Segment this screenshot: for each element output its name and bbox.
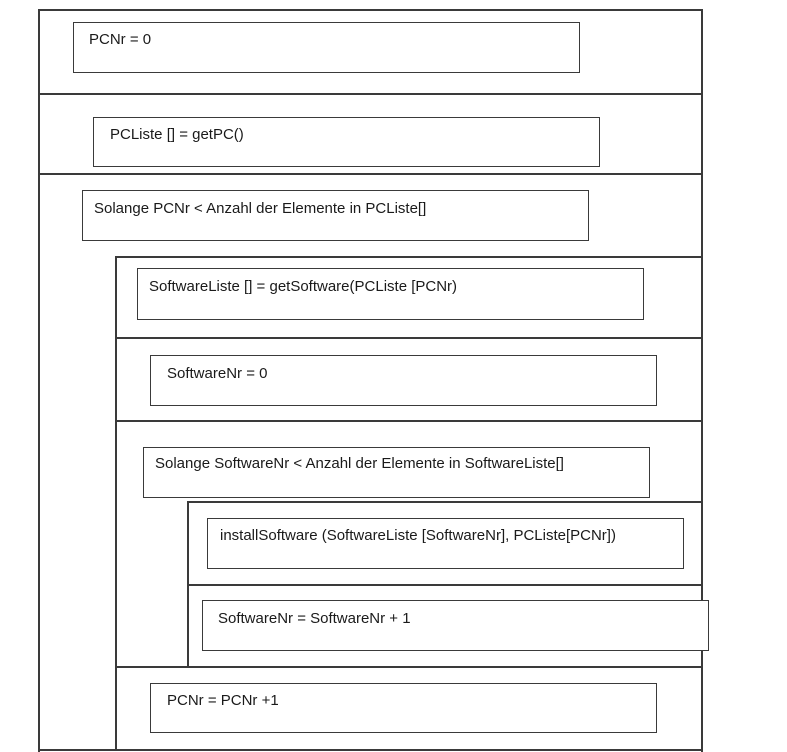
- statement-get-software-list: SoftwareListe [] = getSoftware(PCListe […: [149, 278, 458, 295]
- statement-increment-pcnr: PCNr = PCNr +1: [167, 692, 279, 709]
- outer-loop-body-left: [115, 256, 117, 750]
- outer-frame-left: [38, 9, 40, 752]
- loop-condition-outer: Solange PCNr < Anzahl der Elemente in PC…: [94, 200, 427, 217]
- divider-init-pcnr: [38, 93, 703, 95]
- statement-box-increment-softwarenr: [202, 600, 709, 651]
- statement-install-software: installSoftware (SoftwareListe [Software…: [220, 527, 616, 544]
- loop-condition-box-outer: [82, 190, 589, 241]
- loop-condition-box-inner: [143, 447, 650, 498]
- statement-box-increment-pcnr: [150, 683, 657, 733]
- divider-install-software: [187, 584, 703, 586]
- outer-frame-top: [38, 9, 703, 11]
- statement-box-init-pcnr: [73, 22, 580, 73]
- statement-init-softwarenr: SoftwareNr = 0: [167, 365, 268, 382]
- divider-inner-loop-end: [115, 666, 703, 668]
- inner-loop-body-top: [187, 501, 703, 503]
- statement-increment-softwarenr: SoftwareNr = SoftwareNr + 1: [218, 610, 411, 627]
- statement-box-init-softwarenr: [150, 355, 657, 406]
- statement-box-get-software-list: [137, 268, 644, 320]
- statement-init-pcnr: PCNr = 0: [89, 31, 152, 48]
- divider-get-software-list: [115, 337, 703, 339]
- divider-init-softwarenr: [115, 420, 703, 422]
- statement-box-install-software: [207, 518, 684, 569]
- outer-frame-right: [701, 9, 703, 752]
- statement-box-get-pc-list: [93, 117, 600, 167]
- loop-condition-inner: Solange SoftwareNr < Anzahl der Elemente…: [155, 455, 564, 472]
- outer-loop-body-top: [115, 256, 703, 258]
- divider-get-pc-list: [38, 173, 703, 175]
- statement-get-pc-list: PCListe [] = getPC(): [110, 126, 244, 143]
- outer-frame-bottom: [38, 749, 703, 751]
